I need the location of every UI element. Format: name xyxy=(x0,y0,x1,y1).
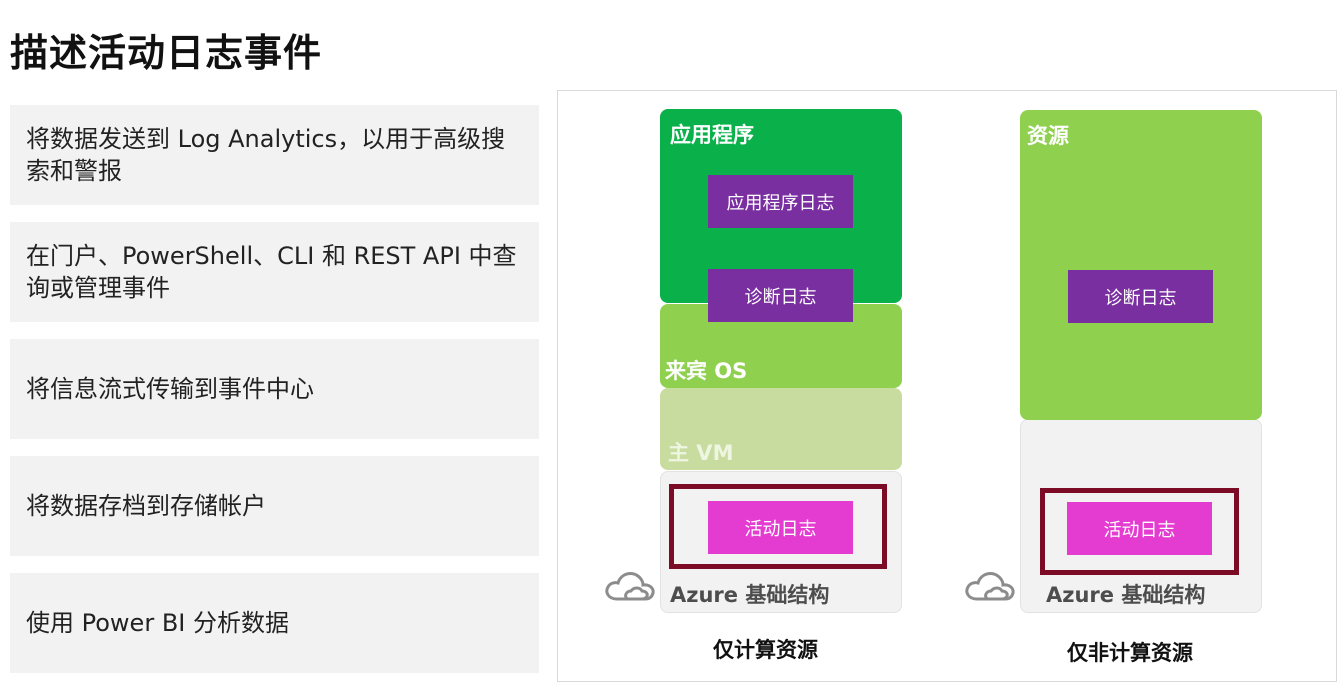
azure-infra-label-left: Azure 基础结构 xyxy=(670,583,830,607)
feature-storage-archive: 将数据存档到存储帐户 xyxy=(10,456,539,556)
feature-text: 使用 Power BI 分析数据 xyxy=(26,609,289,637)
diag-log-tag-left: 诊断日志 xyxy=(708,269,853,322)
cloud-icon xyxy=(605,572,655,601)
diagram-panel: 主 VM 来宾 OS 应用程序 应用程序日志 诊断日志 活动日志 Azure 基… xyxy=(557,90,1337,682)
feature-text: 将数据存档到存储帐户 xyxy=(26,492,266,520)
diag-log-tag-right: 诊断日志 xyxy=(1068,270,1213,323)
app-log-tag: 应用程序日志 xyxy=(708,175,853,228)
caption-compute-only: 仅计算资源 xyxy=(713,638,818,662)
activity-log-tag-right: 活动日志 xyxy=(1067,502,1212,555)
host-vm-block xyxy=(660,388,902,470)
feature-event-hub: 将信息流式传输到事件中心 xyxy=(10,339,539,439)
feature-log-analytics: 将数据发送到 Log Analytics，以用于高级搜索和警报 xyxy=(10,105,539,205)
activity-log-highlight-left xyxy=(669,484,887,569)
host-vm-label: 主 VM xyxy=(668,441,734,465)
resource-label: 资源 xyxy=(1027,124,1069,148)
caption-non-compute-only: 仅非计算资源 xyxy=(1067,641,1193,665)
cloud-icon xyxy=(965,572,1015,601)
activity-log-tag-left: 活动日志 xyxy=(708,501,853,554)
application-label: 应用程序 xyxy=(670,123,754,147)
resource-block xyxy=(1020,110,1262,420)
feature-power-bi: 使用 Power BI 分析数据 xyxy=(10,573,539,673)
azure-infra-label-right: Azure 基础结构 xyxy=(1046,583,1206,607)
activity-log-highlight-right xyxy=(1040,488,1239,575)
feature-query-manage: 在门户、PowerShell、CLI 和 REST API 中查询或管理事件 xyxy=(10,222,539,322)
feature-text: 将数据发送到 Log Analytics，以用于高级搜索和警报 xyxy=(26,125,506,185)
guest-os-label: 来宾 OS xyxy=(665,359,748,383)
feature-text: 将信息流式传输到事件中心 xyxy=(26,375,314,403)
feature-text: 在门户、PowerShell、CLI 和 REST API 中查询或管理事件 xyxy=(26,242,517,302)
page-title: 描述活动日志事件 xyxy=(10,31,323,75)
